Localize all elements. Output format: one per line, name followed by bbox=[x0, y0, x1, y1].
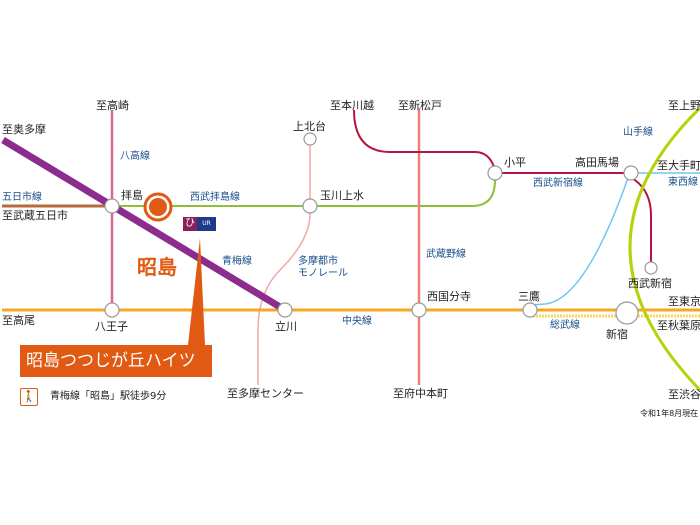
line-monorail-1: 多摩都市 bbox=[298, 256, 338, 267]
line-yamanote: 山手線 bbox=[623, 127, 653, 138]
dest-takasaki: 至高崎 bbox=[96, 99, 129, 112]
line-seibu-shinjuku: 西武新宿線 bbox=[533, 178, 583, 189]
tozai-line bbox=[529, 172, 700, 306]
dest-otemachi: 至大手町 bbox=[657, 159, 700, 172]
station-marker bbox=[303, 132, 317, 146]
station-marker bbox=[104, 302, 120, 318]
seibu-shinjuku-line bbox=[353, 109, 652, 262]
station-takadanobaba: 高田馬場 bbox=[575, 156, 619, 169]
station-shinjuku: 新宿 bbox=[606, 328, 628, 341]
station-mitaka: 三鷹 bbox=[518, 290, 540, 303]
seibu-haijima-line bbox=[112, 179, 496, 207]
dest-honkawagoe: 至本川越 bbox=[330, 99, 374, 112]
tama-monorail-line bbox=[257, 139, 311, 385]
line-sobu: 総武線 bbox=[550, 320, 580, 331]
station-nishikokubunji: 西国分寺 bbox=[427, 290, 471, 303]
station-marker bbox=[615, 301, 639, 325]
dest-shinmatsudo: 至新松戸 bbox=[398, 99, 442, 112]
dest-shibuya: 至渋谷 bbox=[668, 388, 700, 401]
station-marker bbox=[522, 302, 538, 318]
station-marker bbox=[277, 302, 293, 318]
dest-akihabara: 至秋葉原 bbox=[657, 319, 700, 332]
dest-musashiitsukaichi: 至武蔵五日市 bbox=[2, 209, 68, 222]
property-name-banner: 昭島つつじが丘ハイツ bbox=[20, 345, 212, 377]
station-tachikawa: 立川 bbox=[275, 320, 297, 333]
station-marker bbox=[623, 165, 639, 181]
dest-ueno: 至上野 bbox=[668, 99, 700, 112]
station-haijima: 拝島 bbox=[121, 189, 143, 202]
dest-tamacenter: 至多摩センター bbox=[227, 387, 304, 400]
line-ome: 青梅線 bbox=[222, 256, 252, 267]
line-seibu-haijima: 西武拝島線 bbox=[190, 192, 240, 203]
station-marker bbox=[302, 198, 318, 214]
station-marker bbox=[411, 302, 427, 318]
station-markers bbox=[104, 132, 658, 325]
yamanote-line bbox=[628, 106, 700, 392]
station-marker bbox=[104, 198, 120, 214]
akishima-marker-dot bbox=[149, 198, 167, 216]
line-musashino: 武蔵野線 bbox=[426, 249, 466, 260]
station-marker bbox=[644, 261, 658, 275]
akishima-label: 昭島 bbox=[137, 255, 177, 279]
line-tozai: 東西線 bbox=[668, 177, 698, 188]
line-itsukaichi: 五日市線 bbox=[2, 192, 42, 203]
dest-tokyo: 至東京 bbox=[668, 295, 700, 308]
access-text: 青梅線「昭島」駅徒歩9分 bbox=[50, 391, 167, 402]
line-monorail-2: モノレール bbox=[298, 268, 348, 279]
callout-pointer bbox=[188, 238, 205, 345]
station-marker bbox=[487, 165, 503, 181]
line-hachiko: 八高線 bbox=[120, 151, 150, 162]
walking-person-icon: 🚶 bbox=[20, 388, 38, 406]
ome-line bbox=[1, 137, 287, 313]
station-kodaira: 小平 bbox=[504, 156, 526, 169]
date-note: 令和1年8月現在 bbox=[640, 409, 699, 418]
dest-takao: 至高尾 bbox=[2, 314, 35, 327]
dest-fuchuhonmachi: 至府中本町 bbox=[393, 387, 448, 400]
station-tamagawajosui: 玉川上水 bbox=[320, 189, 364, 202]
dest-okutama: 至奥多摩 bbox=[2, 123, 46, 136]
station-hachioji: 八王子 bbox=[95, 320, 128, 333]
station-seibushinjuku: 西武新宿 bbox=[628, 277, 672, 290]
line-chuo: 中央線 bbox=[342, 316, 372, 327]
station-kamikitadai: 上北台 bbox=[293, 120, 326, 133]
